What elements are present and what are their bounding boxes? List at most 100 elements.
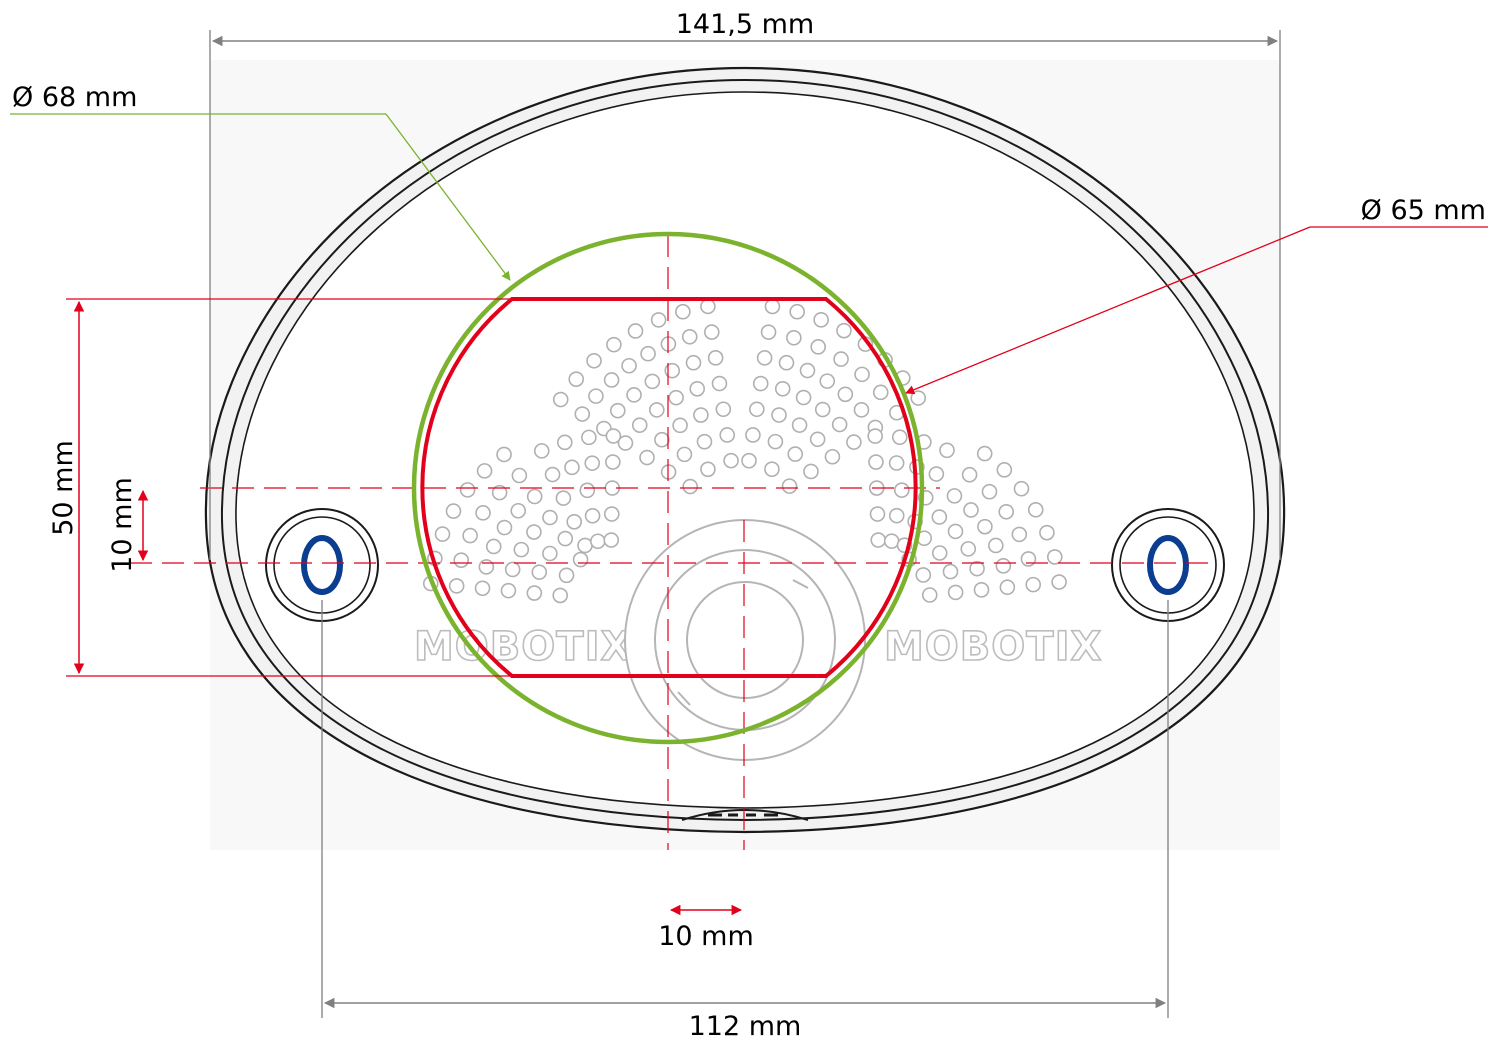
perforation-dot <box>977 518 993 535</box>
perforation-dot <box>883 533 900 549</box>
height-extension-lines <box>66 298 512 677</box>
perforation-dot <box>626 387 642 403</box>
perforation-dot <box>577 537 593 554</box>
perforation-dot <box>564 459 580 476</box>
perforation-dot <box>853 402 870 418</box>
perforation-dot <box>869 506 886 522</box>
perforation-dot <box>552 391 569 408</box>
perforation-dot <box>434 526 451 542</box>
perforation-dot <box>533 443 550 459</box>
perforation-dot <box>510 502 527 519</box>
perforation-dot <box>891 429 908 445</box>
perforation-dot <box>445 503 462 519</box>
perforation-dot <box>976 445 993 462</box>
perforation-dot <box>542 545 558 562</box>
perforation-dot <box>491 484 508 501</box>
perforation-dot <box>868 454 884 470</box>
perforation-dot <box>947 523 964 540</box>
perforation-dot <box>584 507 601 524</box>
perforation-dot <box>810 339 826 355</box>
perforation-dot <box>854 366 870 383</box>
perforation-dot <box>682 478 698 495</box>
perforation-dot <box>672 417 688 434</box>
perforation-dot <box>1020 551 1037 567</box>
perforation-dot <box>603 532 620 548</box>
inner-diameter-label: Ø 65 mm <box>1361 195 1486 226</box>
perforation-dot <box>1013 480 1030 497</box>
perforation-dot <box>568 371 585 387</box>
perforation-dot <box>771 407 787 423</box>
perforation-dot <box>654 431 670 448</box>
perforation-dot <box>723 452 739 469</box>
perforation-dot <box>676 446 693 463</box>
perforation-dot <box>764 298 781 315</box>
perforation-dot <box>557 530 574 547</box>
perforation-dot <box>1051 574 1067 590</box>
perforation-dot <box>760 324 777 340</box>
hole-spacing-label: 112 mm <box>689 1011 802 1042</box>
perforation-dot <box>870 532 887 548</box>
perforation-dot <box>915 567 932 583</box>
perforation-dot <box>836 322 852 339</box>
perforation-dot <box>511 467 528 484</box>
perforation-dot <box>939 442 955 459</box>
perforation-dot <box>745 427 761 443</box>
perforation-dot <box>711 375 728 392</box>
perforation-dot <box>872 384 889 401</box>
perforation-dot <box>526 524 542 540</box>
perforation-dot <box>566 514 583 530</box>
perforation-dot <box>579 482 596 499</box>
perforation-dot <box>526 488 543 505</box>
perforation-dot <box>703 324 720 340</box>
housing-inner-rim <box>235 91 1255 809</box>
perforation-dot <box>774 380 791 397</box>
perforation-dot <box>496 446 512 463</box>
perforation-dot <box>558 567 575 584</box>
perforation-dot <box>542 509 558 526</box>
horizontal-offset-label: 10 mm <box>658 921 754 952</box>
perforation-dot <box>910 390 927 406</box>
centre-lines <box>130 235 1215 850</box>
perforation-dot <box>581 429 597 446</box>
perforation-dot <box>867 428 884 444</box>
perforation-dot <box>749 401 765 418</box>
perforation-dot <box>787 446 804 462</box>
perforation-dot <box>789 303 805 320</box>
perforation-dot <box>809 431 826 448</box>
perforation-dot <box>781 478 798 494</box>
perforation-dot <box>799 362 816 379</box>
perforation-dot <box>660 464 677 480</box>
perforation-dot <box>946 488 963 504</box>
lens-assembly <box>624 519 866 761</box>
perforation-dot <box>555 490 572 506</box>
perforation-dot <box>459 482 476 498</box>
perforation-dot <box>700 461 716 478</box>
perforation-dot <box>764 461 780 477</box>
perforation-dot <box>639 449 655 466</box>
perforation-dot <box>693 407 709 423</box>
inner-cut-outline <box>420 297 918 678</box>
outer-diameter-label: Ø 68 mm <box>12 82 137 113</box>
perforation-dot <box>485 538 502 555</box>
perforation-dot <box>973 582 990 598</box>
perforation-dot <box>603 372 620 388</box>
mounting-hole-left <box>265 508 379 622</box>
perforation-dot <box>644 373 661 390</box>
perforation-dot <box>960 541 977 557</box>
perforation-dot <box>969 560 985 577</box>
perforation-dot <box>574 406 591 422</box>
perforation-dot <box>846 434 862 450</box>
perforation-dot <box>685 354 702 371</box>
perforation-dot <box>675 303 691 320</box>
perforation-dot <box>888 507 905 524</box>
perforation-dot <box>513 541 530 558</box>
outer-diameter-circle <box>411 231 925 745</box>
perforation-dot <box>526 585 543 601</box>
perforation-dot <box>448 578 465 594</box>
perforation-dot <box>819 373 836 389</box>
perforation-dot <box>1046 549 1063 565</box>
perforation-dot <box>921 587 938 603</box>
perforation-dot <box>621 357 637 374</box>
perforation-dot <box>648 402 665 418</box>
